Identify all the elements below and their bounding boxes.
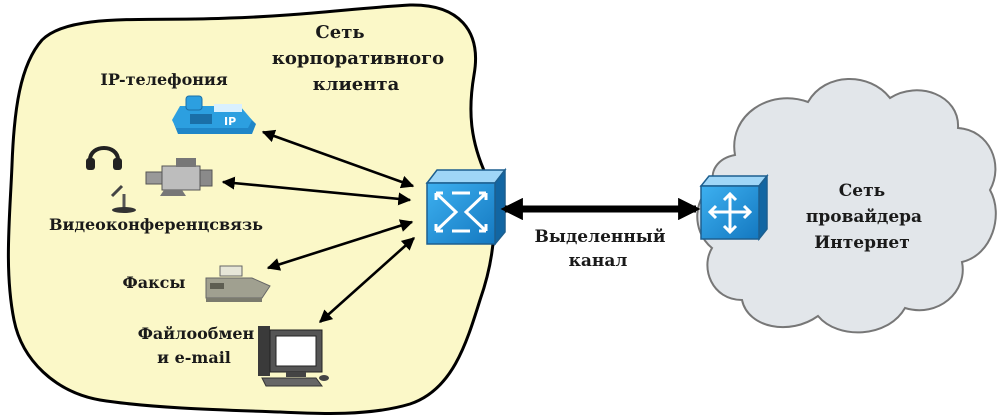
video-camera-icon — [145, 158, 213, 196]
files-label-line1: Файлообмен — [138, 324, 255, 343]
fax-label: Факсы — [123, 273, 186, 292]
link-pc-switch — [319, 237, 415, 323]
ip-phone-icon: IP — [172, 95, 256, 134]
ip-phone-label: IP-телефония — [100, 70, 228, 89]
corporate-title-line1: Сеть — [315, 22, 364, 43]
corporate-title-line3: клиента — [313, 74, 400, 95]
fax-icon — [205, 265, 271, 302]
files-label-line2: и e-mail — [157, 348, 231, 367]
ip-phone-badge: IP — [224, 115, 236, 128]
link-video-switch — [221, 176, 412, 206]
channel-label-line1: Выделенный — [535, 227, 666, 247]
switch-icon — [425, 167, 507, 247]
router-icon — [699, 173, 769, 242]
headset-microphone-icon — [86, 146, 136, 213]
provider-label-line1: Сеть — [839, 181, 885, 201]
channel-label-line2: канал — [569, 251, 628, 271]
computer-icon — [258, 326, 329, 387]
provider-label-line3: Интернет — [814, 233, 910, 253]
video-label: Видеоконференцсвязь — [49, 215, 263, 234]
corporate-title-line2: корпоративного — [272, 48, 444, 69]
provider-label-line2: провайдера — [806, 207, 922, 227]
provider-network-cloud — [696, 78, 997, 334]
